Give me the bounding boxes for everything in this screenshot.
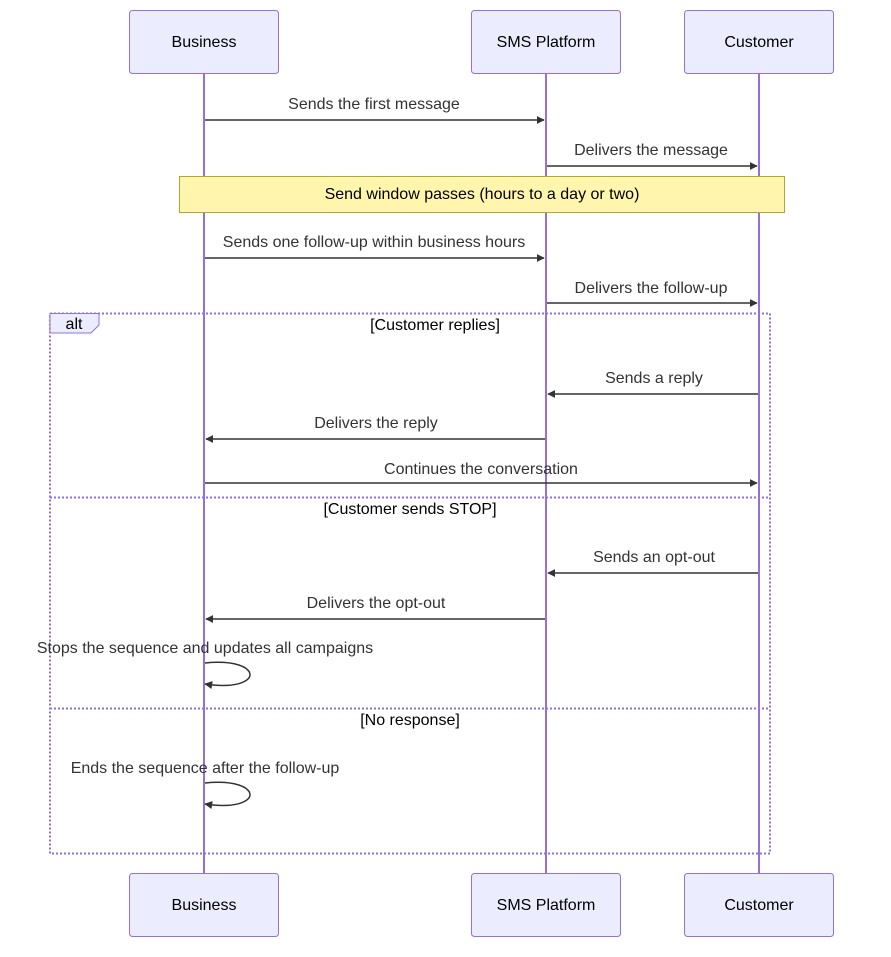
actor-label: Customer [724,897,794,914]
actor-label: Business [172,897,237,914]
message-delivers: Delivers the message [547,142,758,170]
message-label: Sends one follow-up within business hour… [223,234,525,251]
message-sends-reply: Sends a reply [547,370,758,398]
actor-box [684,10,834,74]
message-label: Continues the conversation [384,461,578,478]
note-send-window: Send window passes (hours to a day or tw… [179,176,785,213]
message-delivers-follow-up: Delivers the follow-up [547,280,758,307]
message-stops-sequence: Stops the sequence and updates all campa… [37,640,373,690]
alt-label-box [49,313,100,334]
actor-box [684,873,834,937]
alt-label: alt [66,316,83,333]
actor-label: SMS Platform [497,34,596,51]
message-ends-sequence: Ends the sequence after the follow-up [71,760,340,810]
message-delivers-opt-out: Delivers the opt-out [205,595,545,623]
actor-box [471,873,621,937]
message-label: Delivers the message [574,142,728,159]
actor-box [471,10,621,74]
message-label: Delivers the opt-out [307,595,446,612]
message-first: Sends the first message [205,96,545,124]
note-text: Send window passes (hours to a day or tw… [325,186,640,203]
message-label: Delivers the reply [314,415,438,432]
actor-top-business: Business [129,10,279,74]
actor-label: Customer [724,34,794,51]
actor-box [129,873,279,937]
message-delivers-reply: Delivers the reply [205,415,545,443]
alt-frame-border [49,312,771,855]
actor-label: Business [172,34,237,51]
message-label: Sends the first message [288,96,460,113]
message-continues: Continues the conversation [205,461,758,487]
actor-box [129,10,279,74]
self-loop-arrow [204,661,251,690]
self-loop-arrow [204,781,251,810]
message-label: Sends a reply [605,370,703,387]
message-label: Stops the sequence and updates all campa… [37,640,373,657]
actor-label: SMS Platform [497,897,596,914]
actor-bottom-business: Business [129,873,279,937]
actor-top-sms-platform: SMS Platform [471,10,621,74]
actor-top-customer: Customer [684,10,834,74]
message-label: Sends an opt-out [593,549,715,566]
actor-bottom-customer: Customer [684,873,834,937]
condition-stop: [Customer sends STOP] [323,501,496,518]
note-box [179,176,785,213]
message-label: Delivers the follow-up [575,280,728,297]
message-follow-up: Sends one follow-up within business hour… [205,234,545,262]
alt-frame: alt [Customer replies] [Customer sends S… [49,312,771,855]
condition-replies: [Customer replies] [370,317,500,334]
actor-bottom-sms-platform: SMS Platform [471,873,621,937]
condition-no-response: [No response] [360,712,460,729]
message-sends-opt-out: Sends an opt-out [547,549,758,577]
message-label: Ends the sequence after the follow-up [71,760,340,777]
